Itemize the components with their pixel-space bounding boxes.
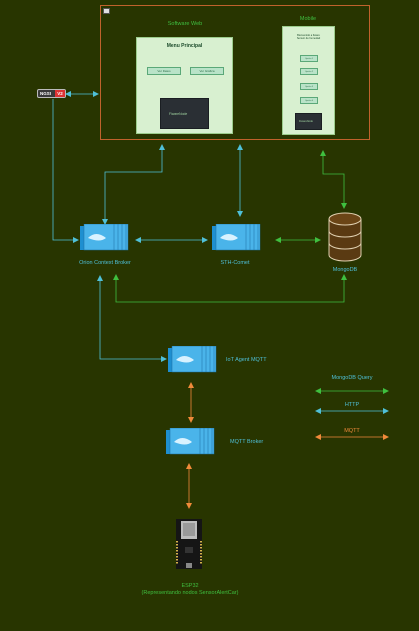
frontend-frame	[100, 5, 370, 140]
legend-mqtt-label: MQTT	[344, 428, 360, 434]
iotagent-docker-icon	[168, 346, 217, 373]
ngsi-badge-label: NGSI	[40, 91, 52, 96]
iotagent-label: IoT Agent MQTT	[226, 357, 267, 363]
mqtt-broker-docker-icon	[166, 428, 215, 455]
mobile-mongo-link	[320, 150, 347, 209]
orion-label: Orion Context Broker	[79, 260, 131, 266]
mobile-logo: FiwareNode	[295, 113, 322, 130]
web-app-panel: Menu Principal Ver Datos Ver Gráfica Fiw…	[136, 37, 233, 134]
mongodb-label: MongoDB	[332, 267, 358, 273]
mobile-header-line2: Sensor de humedad	[296, 37, 321, 40]
mqtt-broker-label: MQTT Broker	[230, 439, 264, 445]
orion-iotagent-link	[97, 275, 167, 362]
ngsi-badge-version: V2	[55, 90, 65, 97]
mongodb-database-icon	[328, 212, 362, 262]
web-title: Software Web	[167, 21, 203, 27]
orion-docker-icon	[80, 224, 129, 251]
mobile-item-2[interactable]: Opción 2	[300, 68, 318, 75]
esp32-board-icon	[176, 519, 202, 569]
mobile-header-line1: Bienvenido a fiware	[297, 34, 320, 37]
web-logo: FiwareNode	[160, 98, 209, 129]
badge-orion-link	[52, 99, 79, 243]
web-button-right[interactable]: Ver Gráfica	[190, 67, 224, 75]
mobile-app-panel: Bienvenido a fiware Sensor de humedad Op…	[282, 26, 335, 135]
web-menu-title: Menu Principal	[166, 43, 203, 49]
esp32-label: ESP32	[181, 583, 199, 589]
web-button-left[interactable]: Ver Datos	[147, 67, 181, 75]
legend-mongo-label: MongoDB Query	[331, 375, 373, 381]
web-logo-text: FiwareNode	[169, 112, 188, 116]
mobile-item-4[interactable]: Opción 4	[300, 97, 318, 104]
mobile-title: Mobile	[299, 16, 317, 22]
mobile-item-3[interactable]: Opción 3	[300, 83, 318, 90]
sth-label: STH-Comet	[220, 260, 250, 266]
frame-corner-icon	[103, 8, 110, 14]
mobile-logo-text: FiwareNode	[299, 120, 313, 123]
ngsi-badge: NGSI V2	[37, 89, 66, 98]
mobile-item-1[interactable]: Opción 1	[300, 55, 318, 62]
web-orion-link	[102, 144, 165, 225]
orion-mongo-link	[113, 274, 347, 303]
esp32-sublabel: (Representando nodos SensorAlertCar)	[141, 590, 239, 596]
sth-docker-icon	[212, 224, 261, 251]
legend-http-label: HTTP	[344, 402, 360, 408]
